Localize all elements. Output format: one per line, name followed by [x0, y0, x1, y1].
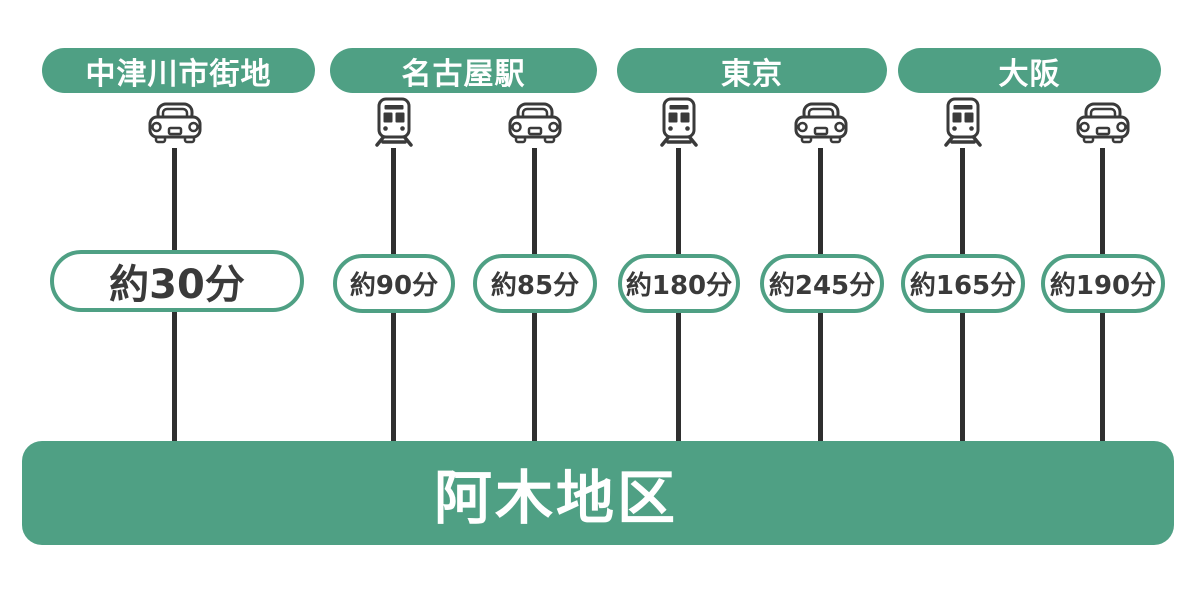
duration-label: 約245分 [768, 271, 876, 301]
duration-label: 約85分 [490, 271, 580, 301]
duration-pill: 約165分 [901, 254, 1025, 313]
destination-label: 阿木地区 [433, 464, 678, 532]
duration-label: 約180分 [625, 271, 733, 301]
duration-pill: 約85分 [473, 254, 597, 313]
origin-pill-tokyo: 東京 [617, 48, 887, 93]
train-icon [941, 97, 985, 149]
duration-pill: 約30分 [50, 250, 304, 312]
duration-pill: 約90分 [333, 254, 455, 313]
duration-pill: 約180分 [618, 254, 740, 313]
car-icon [794, 102, 848, 144]
duration-label: 約190分 [1049, 271, 1157, 301]
destination-bar: 阿木地区 [22, 441, 1174, 545]
origin-pill-osaka: 大阪 [898, 48, 1161, 93]
origin-label: 中津川市街地 [85, 56, 272, 92]
duration-pill: 約190分 [1041, 254, 1165, 313]
duration-label: 約165分 [909, 271, 1017, 301]
origin-pill-nakatsugawa: 中津川市街地 [42, 48, 315, 93]
car-icon [148, 102, 202, 144]
car-icon [1076, 102, 1130, 144]
car-icon [508, 102, 562, 144]
origin-label: 東京 [721, 56, 783, 92]
duration-label: 約90分 [349, 271, 439, 301]
train-icon [657, 97, 701, 149]
train-icon [372, 97, 416, 149]
duration-label: 約30分 [109, 262, 245, 308]
origin-label: 名古屋駅 [401, 56, 526, 92]
duration-pill: 約245分 [760, 254, 884, 313]
origin-pill-nagoya: 名古屋駅 [330, 48, 597, 93]
origin-label: 大阪 [998, 56, 1061, 92]
